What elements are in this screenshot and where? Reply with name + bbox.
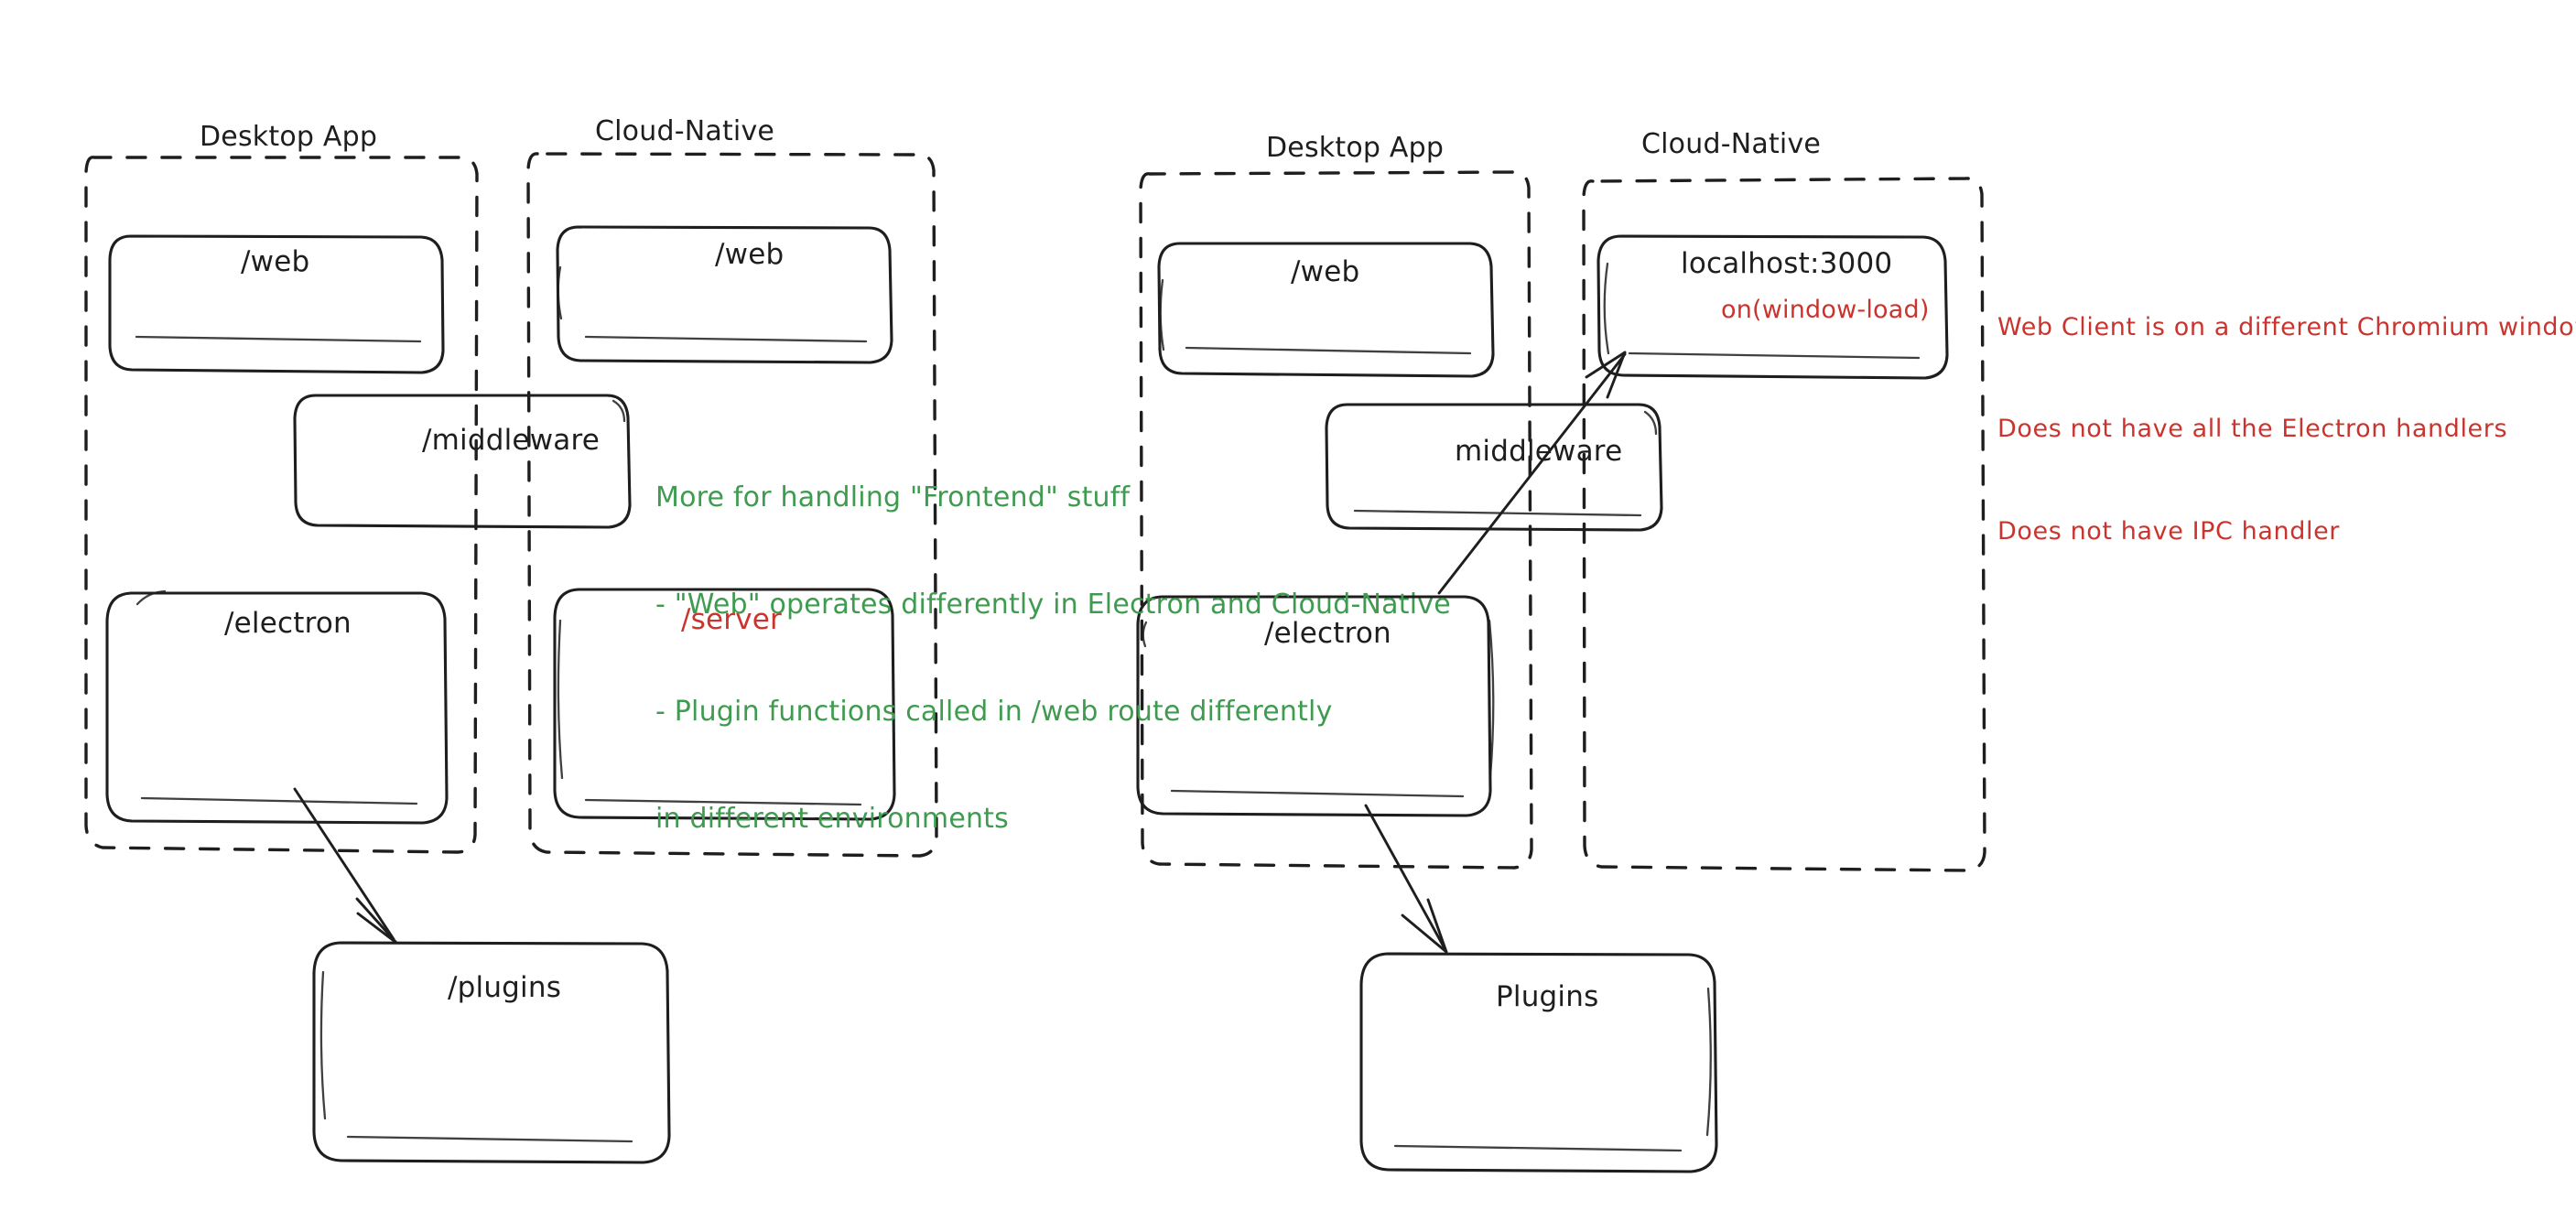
note-green: More for handling "Frontend" stuff - "We… [655, 408, 1451, 908]
node-electron-left[interactable] [105, 589, 449, 825]
node-label-web-desktop-left: /web [241, 245, 310, 278]
group-desktop-app-right [1139, 170, 1533, 870]
node-label-middleware-right: middleware [1455, 435, 1623, 468]
note-red-line-3: Does not have IPC handler [1997, 517, 2341, 546]
node-label-localhost-3000: localhost:3000 [1681, 247, 1893, 280]
note-green-line-4: in different environments [655, 803, 1009, 835]
node-localhost-3000[interactable] [1596, 234, 1949, 380]
node-label-server-left: /server [681, 603, 782, 636]
group-label-cloud-native-right: Cloud-Native [1641, 128, 1822, 160]
group-cloud-native-right [1582, 177, 1986, 872]
node-label-plugins-left: /plugins [448, 971, 562, 1004]
node-label-electron-left: /electron [224, 607, 352, 640]
node-middleware-left[interactable] [293, 394, 632, 529]
note-green-line-1: More for handling "Frontend" stuff [655, 481, 1131, 513]
group-label-desktop-app-right: Desktop App [1266, 132, 1445, 164]
group-cloud-native-left [526, 152, 938, 858]
node-middleware-right[interactable] [1325, 403, 1663, 532]
node-plugins-left[interactable] [312, 941, 671, 1164]
node-server-left[interactable] [553, 588, 896, 821]
edge-electron-to-plugins-left [293, 787, 398, 945]
group-label-desktop-app-left: Desktop App [200, 121, 378, 153]
group-desktop-app-left [84, 156, 479, 854]
note-red: Web Client is on a different Chromium wi… [1997, 242, 2576, 617]
group-label-cloud-native-left: Cloud-Native [595, 115, 775, 147]
node-label-web-desktop-right: /web [1291, 255, 1360, 288]
node-plugins-right[interactable] [1359, 952, 1718, 1173]
edge-electron-to-localhost-right [1437, 351, 1627, 595]
node-label-middleware-left: /middleware [422, 424, 600, 457]
node-web-desktop-left[interactable] [108, 234, 445, 374]
node-web-desktop-right[interactable] [1157, 242, 1495, 378]
edge-electron-to-plugins-right [1364, 804, 1448, 954]
node-sublabel-on-window-load: on(window-load) [1721, 296, 1930, 324]
note-green-line-2: - "Web" operates differently in Electron… [655, 589, 1451, 621]
node-web-cloud-left[interactable] [556, 225, 893, 364]
node-label-plugins-right: Plugins [1496, 980, 1599, 1013]
node-electron-right[interactable] [1136, 595, 1495, 817]
node-label-electron-right: /electron [1264, 617, 1391, 650]
note-green-line-3: - Plugin functions called in /web route … [655, 696, 1333, 728]
note-red-line-1: Web Client is on a different Chromium wi… [1997, 312, 2576, 341]
node-label-web-cloud-left: /web [715, 238, 785, 271]
note-red-line-2: Does not have all the Electron handlers [1997, 415, 2508, 444]
